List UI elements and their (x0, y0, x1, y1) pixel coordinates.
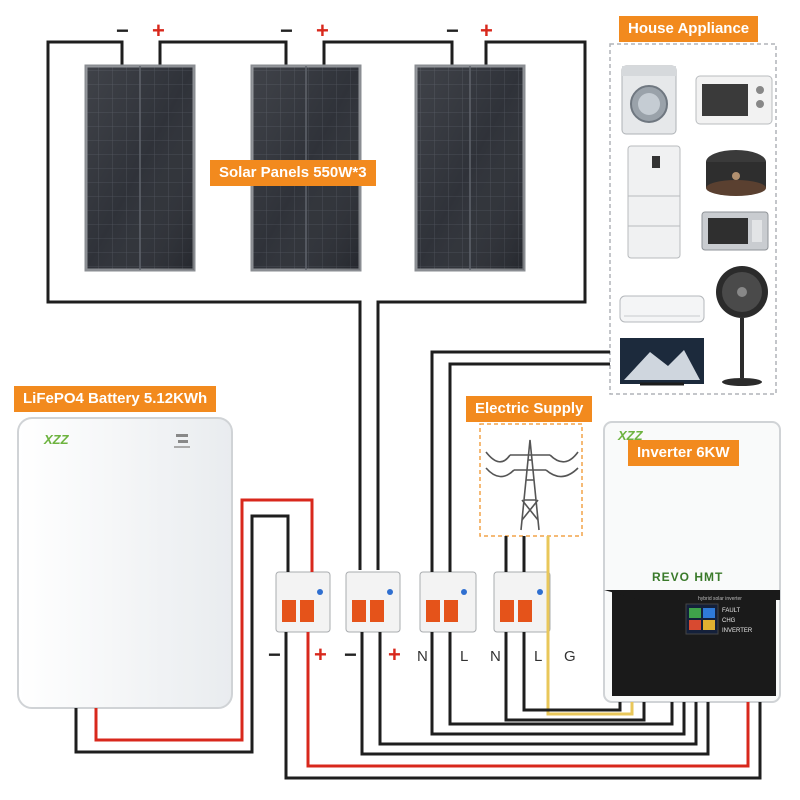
breaker-load[interactable] (419, 571, 477, 633)
panel3-negative: − (446, 18, 459, 43)
status-fault: FAULT (722, 608, 741, 614)
inverter-subtext: hybrid solar inverter (698, 596, 742, 602)
inverter-status-list: FAULT CHG INVERTER (722, 606, 752, 636)
air-conditioner-icon (619, 295, 705, 323)
terminal-battery-positive: + (314, 642, 327, 667)
rice-cooker-icon (706, 150, 766, 196)
battery-unit (17, 417, 233, 709)
breaker-grid[interactable] (493, 571, 551, 633)
terminal-load-l: L (460, 648, 469, 665)
terminal-grid-l: L (534, 648, 543, 665)
status-inverter: INVERTER (722, 628, 753, 634)
terminal-grid-n: N (490, 648, 501, 665)
panel1-negative: − (116, 18, 129, 43)
breaker-battery[interactable] (275, 571, 331, 633)
battery-brand: XZZ (44, 432, 69, 447)
inverter-label: Inverter 6KW (628, 440, 739, 466)
inverter-unit (603, 421, 781, 703)
terminal-solar-negative: − (344, 642, 357, 667)
inverter-model: REVO HMT (652, 570, 724, 584)
refrigerator-icon (627, 145, 681, 259)
electric-supply-box (479, 423, 583, 537)
inverter-brand: XZZ (618, 428, 643, 443)
solar-label: Solar Panels 550W*3 (210, 160, 376, 186)
transmission-tower-icon (485, 439, 579, 531)
battery-label: LiFePO4 Battery 5.12KWh (14, 386, 217, 412)
solar-wiring (46, 40, 587, 570)
supply-label: Electric Supply (466, 396, 593, 422)
battery-wiring (74, 498, 314, 754)
solar-panel-3 (414, 64, 526, 272)
inverter-dc-wiring (284, 632, 762, 780)
panel3-positive: + (480, 18, 493, 43)
washing-machine-icon (621, 65, 677, 135)
terminal-battery-negative: − (268, 642, 281, 667)
appliance-label: House Appliance (619, 16, 759, 42)
terminal-solar-positive: + (388, 642, 401, 667)
panel2-positive: + (316, 18, 329, 43)
television-icon (620, 338, 704, 386)
toaster-oven-icon (695, 75, 773, 125)
grid-wiring (504, 536, 646, 722)
load-wiring (430, 350, 686, 736)
microwave-icon (701, 211, 769, 251)
terminal-grid-g: G (564, 648, 576, 665)
solar-panel-1 (84, 64, 196, 272)
status-charge: CHG (722, 618, 736, 624)
terminal-load-n: N (417, 648, 428, 665)
panel1-positive: + (152, 18, 165, 43)
stand-fan-icon (716, 266, 768, 386)
breaker-solar[interactable] (345, 571, 401, 633)
panel2-negative: − (280, 18, 293, 43)
